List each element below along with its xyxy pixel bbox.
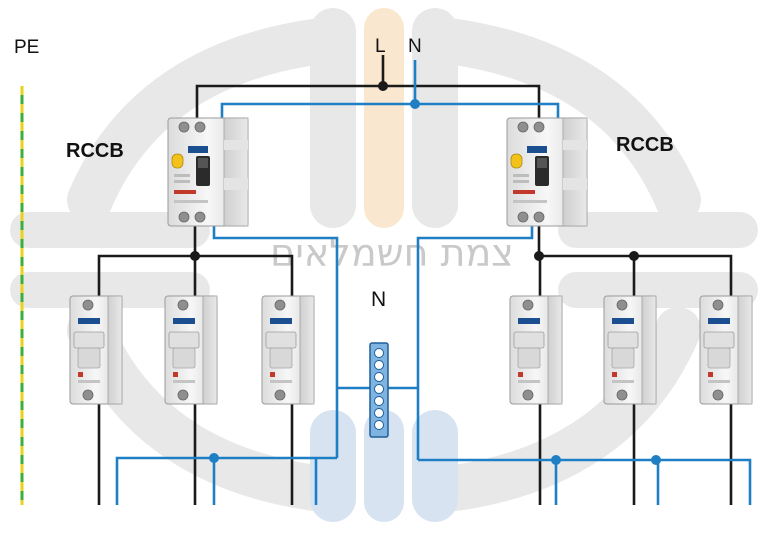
neutral-top-label: N	[408, 36, 422, 57]
neutral-bar-label: N	[371, 288, 386, 311]
neutral-wiring	[115, 60, 752, 505]
miniature-circuit-breaker-icon	[164, 295, 218, 405]
pe-label: PE	[14, 37, 39, 58]
miniature-circuit-breaker-icon	[261, 295, 315, 405]
miniature-circuit-breaker-icon	[603, 295, 657, 405]
rccb-right-label: RCCB	[616, 134, 674, 156]
miniature-circuit-breaker-icon	[699, 295, 753, 405]
miniature-circuit-breaker-icon	[509, 295, 563, 405]
neutral-terminal-bar-icon	[369, 342, 389, 438]
neutral-junctions	[209, 99, 661, 465]
rcd-breaker-icon	[506, 117, 588, 227]
miniature-circuit-breaker-icon	[69, 295, 123, 405]
rccb-left-label: RCCB	[66, 140, 124, 162]
rcd-breaker-icon	[167, 117, 249, 227]
live-label: L	[375, 36, 386, 57]
live-junctions	[190, 81, 639, 261]
